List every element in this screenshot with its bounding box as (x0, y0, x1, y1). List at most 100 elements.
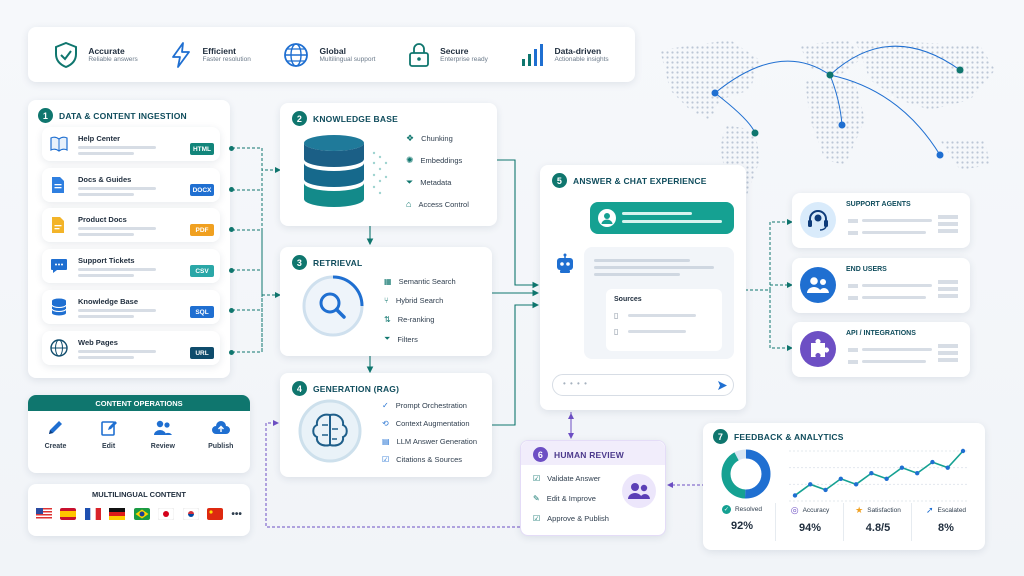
connector-dot (229, 308, 234, 313)
target-icon: ◎ (790, 505, 799, 515)
metric-resolved: ✓ Resolved 92% (711, 505, 773, 534)
retrieval-item-hybrid-search: ⑂ Hybrid Search (384, 296, 456, 305)
rank-icon: ⇅ (384, 315, 391, 324)
gen-item-citations-sources: ☑ Citations & Sources (382, 455, 477, 464)
star-icon: ★ (855, 505, 864, 515)
flag-brazil-icon (133, 508, 150, 520)
retrieval-title: 3 RETRIEVAL (292, 255, 362, 270)
search-magnifier-icon (302, 275, 364, 337)
send-icon[interactable] (717, 380, 728, 391)
trend-point (853, 482, 859, 487)
puzzle-icon (800, 331, 836, 367)
review-item-label: Approve & Publish (547, 514, 609, 523)
flag-japan-icon (158, 508, 175, 520)
lock-icon (409, 42, 430, 67)
brain-icon (298, 399, 362, 463)
consumer-api-integrations[interactable]: API / INTEGRATIONS (792, 322, 970, 377)
connector-dot (229, 227, 234, 232)
sources-label: Sources (614, 296, 642, 303)
globe-icon (284, 42, 309, 67)
consumer-label: SUPPORT AGENTS (846, 201, 911, 208)
step-number: 4 (292, 381, 307, 396)
map-node (936, 151, 944, 159)
multilingual-title: MULTILINGUAL CONTENT (92, 490, 186, 499)
resolution-donut-chart (721, 449, 771, 499)
trend-point (945, 465, 950, 470)
source-row-web-pages[interactable]: Web Pages URL (42, 331, 220, 365)
review-item-edit[interactable]: ✎ Edit & Improve (533, 494, 609, 503)
source-file-icon: ▯ (614, 311, 619, 320)
trend-point (960, 448, 966, 454)
source-row-product-docs[interactable]: Product Docs PDF (42, 208, 220, 242)
chat-icon: ▤ (382, 437, 390, 446)
feedback-analytics-panel: 7 FEEDBACK & ANALYTICS ✓ Resolved 92% ◎ … (703, 423, 985, 550)
feature-efficient: Efficient Faster resolution (170, 41, 251, 68)
metric-value: 8% (938, 522, 954, 534)
sources-box: Sources ▯ ▯ (606, 289, 722, 351)
format-badge: URL (190, 347, 214, 359)
cloud-upload-icon (211, 421, 230, 434)
action-label: Edit (101, 443, 116, 450)
bot-avatar-icon (557, 253, 573, 273)
feature-subtitle: Faster resolution (202, 56, 251, 63)
retrieval-item-label: Re-ranking (397, 315, 435, 324)
chat-title: 5 ANSWER & CHAT EXPERIENCE (552, 173, 707, 188)
trend-point (930, 459, 935, 465)
action-create[interactable]: Create (45, 419, 66, 450)
consumer-support-agents[interactable]: SUPPORT AGENTS (792, 193, 970, 248)
retrieval-item-label: Filters (397, 334, 418, 344)
metric-value: 94% (798, 522, 822, 534)
chat-title-text: ANSWER & CHAT EXPERIENCE (573, 175, 707, 186)
knowledge-base-title-text: KNOWLEDGE BASE (313, 113, 398, 124)
source-row-support-tickets[interactable]: Support Tickets CSV (42, 249, 220, 283)
source-label: Web Pages (78, 338, 118, 347)
trend-point (899, 465, 905, 470)
kb-item-label: Chunking (421, 134, 453, 143)
human-review-title: 6 HUMAN REVIEW (533, 447, 624, 462)
trend-line (794, 450, 964, 497)
generation-panel: 4 GENERATION (RAG) ✓ Prompt Orchestratio… (280, 373, 492, 477)
action-review[interactable]: Review (151, 419, 175, 450)
connector-dot (229, 146, 234, 151)
map-node (826, 71, 834, 79)
kb-item-label: Access Control (418, 199, 469, 209)
action-publish[interactable]: Publish (208, 419, 233, 450)
human-review-title-text: HUMAN REVIEW (554, 449, 624, 460)
flag-china-icon (206, 508, 223, 520)
flag-korea-icon (182, 508, 199, 520)
map-node (838, 121, 846, 129)
trend-line-chart (789, 448, 969, 502)
more-languages-icon[interactable]: ••• (231, 508, 242, 520)
source-row-help-center[interactable]: Help Center HTML (42, 127, 220, 161)
review-item-validate[interactable]: ☑ Validate Answer (533, 474, 609, 483)
reviewers-icon (622, 474, 656, 508)
database-stack-icon (304, 135, 388, 207)
arrow-up-right-icon: ➚ (925, 505, 934, 515)
review-item-approve[interactable]: ☑ Approve & Publish (533, 514, 609, 523)
consumer-end-users[interactable]: END USERS (792, 258, 970, 313)
feedback-title-text: FEEDBACK & ANALYTICS (734, 431, 844, 442)
action-edit[interactable]: Edit (100, 419, 118, 450)
map-node (711, 89, 719, 97)
content-operations-panel: CONTENT OPERATIONS Create Edit Review Pu… (28, 395, 250, 473)
chat-input[interactable]: • • • • (552, 374, 734, 396)
feature-data-driven: Data-driven Actionable insights (520, 43, 609, 67)
metric-escalated: ➚ Escalated 8% (915, 505, 977, 534)
network-icon: ✺ (406, 155, 414, 165)
source-row-knowledge-base[interactable]: Knowledge Base SQL (42, 290, 220, 324)
gen-item-label: Context Augmentation (395, 419, 470, 428)
connector-dot (229, 350, 234, 355)
retrieval-item-label: Semantic Search (398, 277, 456, 286)
format-badge: SQL (190, 306, 214, 318)
source-file-icon: ▯ (614, 327, 619, 336)
file-icon (52, 217, 64, 233)
chat-experience-panel: 5 ANSWER & CHAT EXPERIENCE Sources ▯ ▯ •… (540, 165, 746, 410)
format-badge: DOCX (190, 184, 214, 196)
multilingual-panel: MULTILINGUAL CONTENT ••• (28, 484, 250, 536)
retrieval-item-filters: ⏷ Filters (384, 334, 456, 344)
checkbox-icon: ☑ (533, 514, 541, 523)
metric-label: Satisfaction (867, 507, 901, 514)
source-row-docs-guides[interactable]: Docs & Guides DOCX (42, 168, 220, 202)
pencil-icon: ✎ (533, 494, 540, 503)
ingestion-title: 1 DATA & CONTENT INGESTION (38, 108, 187, 123)
